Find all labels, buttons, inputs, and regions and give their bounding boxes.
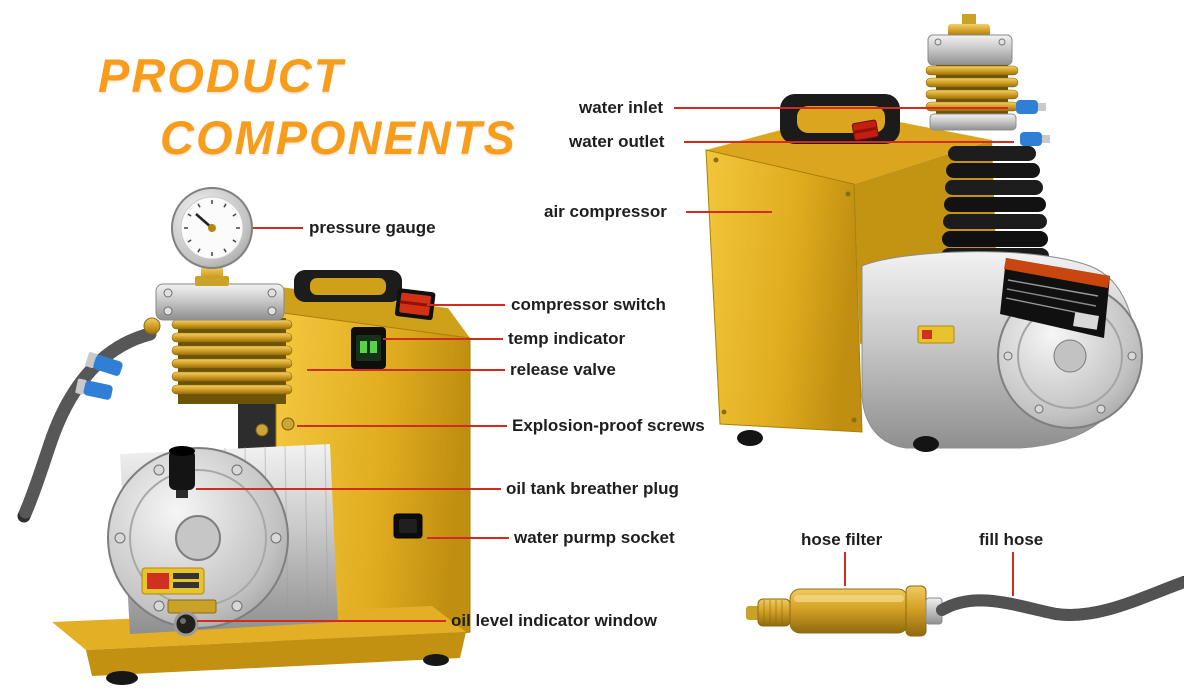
release-valve-part xyxy=(143,317,161,335)
pressure-gauge-part xyxy=(171,187,253,286)
label-temp-indicator: temp indicator xyxy=(508,329,626,348)
carry-handle xyxy=(294,270,402,302)
temp-indicator-part xyxy=(351,327,386,369)
label-oil-tank-breather-plug: oil tank breather plug xyxy=(506,479,679,498)
label-water-outlet: water outlet xyxy=(569,132,665,151)
label-hose-filter: hose filter xyxy=(801,530,883,549)
right-compressor-illustration xyxy=(705,14,1143,452)
motor-housing xyxy=(107,443,338,634)
hose-filter-body xyxy=(789,585,943,637)
power-switch xyxy=(851,119,879,141)
left-compressor-illustration xyxy=(17,187,471,685)
label-water-inlet: water inlet xyxy=(579,98,664,117)
cylinder-head xyxy=(925,14,1019,131)
label-pressure-gauge: pressure gauge xyxy=(309,218,436,237)
carry-handle xyxy=(780,94,900,144)
brass-inlet-fitting xyxy=(746,598,791,627)
rubber-boot xyxy=(941,146,1049,264)
gold-cooling-fins xyxy=(171,318,293,404)
label-compressor-switch: compressor switch xyxy=(511,295,666,314)
page-title-line2: COMPONENTS xyxy=(160,111,517,164)
warning-label xyxy=(1000,258,1110,338)
hose-filter-illustration xyxy=(746,576,1184,637)
page-title-line1: PRODUCT xyxy=(98,49,345,102)
water-outlet-fitting xyxy=(1020,132,1050,146)
water-hose xyxy=(17,327,157,523)
oil-level-window-part xyxy=(173,611,199,637)
water-inlet-fitting xyxy=(1016,100,1046,114)
label-fill-hose: fill hose xyxy=(979,530,1044,549)
cylinder-flange xyxy=(155,283,285,321)
compressor-switch-part xyxy=(394,288,436,321)
label-explosion-proof-screws: Explosion-proof screws xyxy=(512,416,705,435)
explosion-proof-screws-part xyxy=(255,417,295,437)
label-release-valve: release valve xyxy=(510,360,616,379)
oil-breather-plug-part xyxy=(169,446,195,498)
blue-fittings xyxy=(75,352,123,400)
label-oil-level-indicator-window: oil level indicator window xyxy=(451,611,657,630)
label-water-pump-socket: water purmp socket xyxy=(514,528,675,547)
water-pump-socket-part xyxy=(393,513,423,539)
fill-hose-part xyxy=(936,576,1184,621)
yellow-base xyxy=(52,606,466,685)
machine-feet xyxy=(737,430,939,452)
label-air-compressor: air compressor xyxy=(544,202,667,221)
